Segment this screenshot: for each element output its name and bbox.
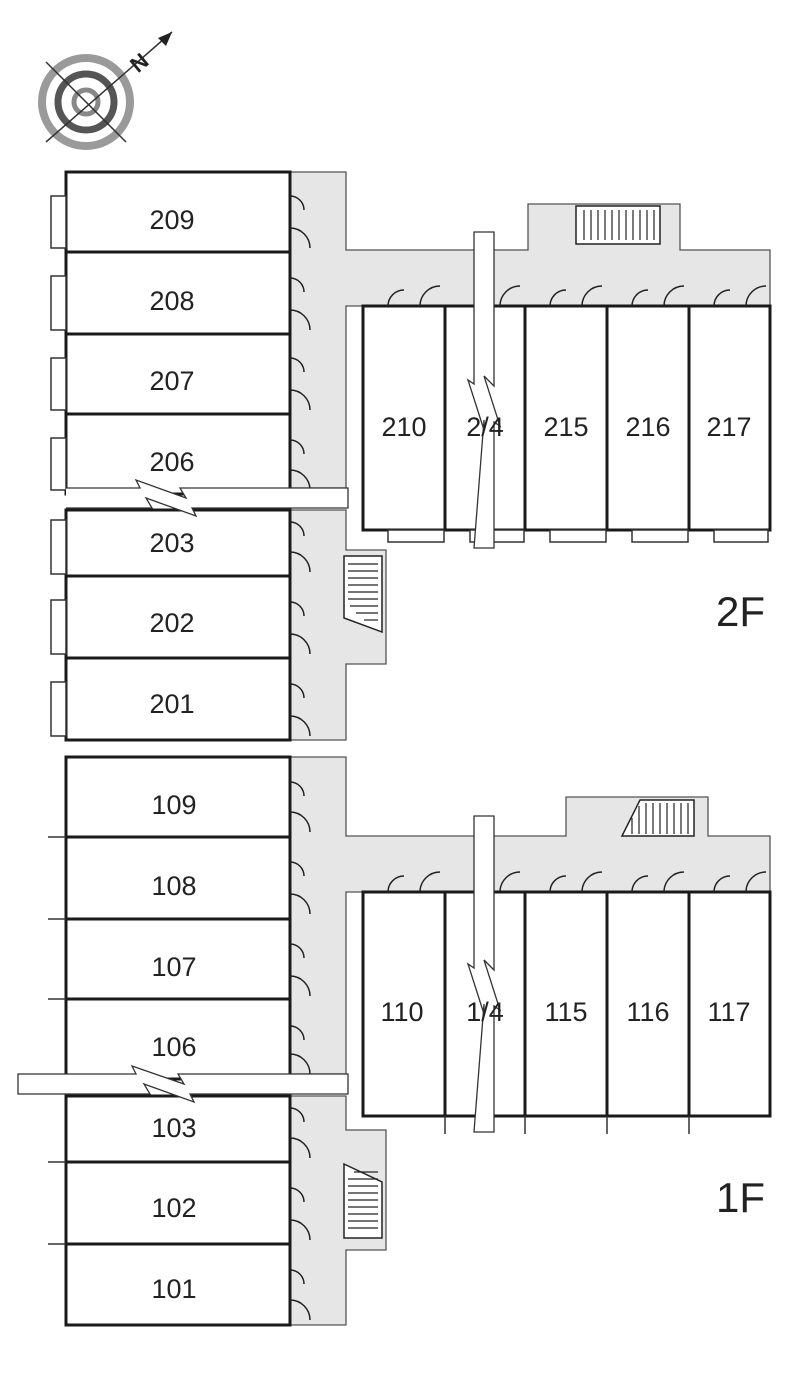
break-line [17,1064,349,1104]
floor-label-1f: 1F [716,1174,765,1221]
break-line [466,231,502,549]
corridor-1f-lower [289,1095,387,1326]
staircase-2f-north [575,205,661,245]
room-unit [523,304,609,532]
room-unit [64,997,292,1081]
room-unit [64,917,292,1001]
room-label: 202 [149,608,194,638]
room-label: 203 [149,528,194,558]
room-label: 101 [151,1274,196,1304]
west-wing-1f: 109 108 107 106 103 102 101 [48,755,311,1327]
room-label: 210 [381,412,426,442]
room-label: 1/4 [466,997,504,1027]
room-label: 106 [151,1032,196,1062]
room-unit [64,755,292,839]
room-label: 110 [380,997,423,1027]
floor-1f: 109 108 107 106 103 102 101 [17,755,772,1327]
room-unit [64,656,292,742]
room-label: 215 [543,412,588,442]
room-unit [687,304,772,532]
room-label: 108 [151,871,196,901]
room-label: 103 [151,1113,196,1143]
room-label: 107 [151,952,196,982]
room-unit [64,170,292,254]
room-unit [64,1160,292,1246]
room-unit [687,890,772,1118]
room-label: 217 [706,412,751,442]
room-label: 207 [149,366,194,396]
room-unit [605,890,691,1118]
room-label: 102 [151,1193,196,1223]
room-label: 2/4 [466,412,504,442]
room-label: 209 [149,205,194,235]
east-wing-1f: 110 1/4 115 116 117 [361,815,772,1134]
break-line [66,478,349,518]
floor-2f: 209 208 207 206 203 202 201 [50,170,772,742]
room-label: 208 [149,286,194,316]
staircase-1f-north [620,799,695,837]
room-unit [361,304,447,532]
west-wing-2f: 209 208 207 206 203 202 201 [50,170,311,742]
room-label: 216 [625,412,670,442]
room-unit [605,304,691,532]
east-wing-2f: 210 2/4 215 216 217 [361,231,772,549]
room-label: 116 [626,997,669,1027]
staircase-2f-west [343,555,383,634]
break-line [466,815,502,1133]
room-unit [64,1242,292,1327]
room-label: 201 [149,689,194,719]
staircase-1f-west [343,1162,383,1239]
room-unit [64,250,292,336]
room-label: 206 [149,447,194,477]
room-unit [64,835,292,921]
room-label: 109 [151,790,196,820]
floor-label-2f: 2F [716,588,765,635]
room-unit [64,332,292,416]
room-label: 117 [707,997,750,1027]
north-arrow-compass-icon: N [38,31,173,150]
room-label: 115 [544,997,587,1027]
